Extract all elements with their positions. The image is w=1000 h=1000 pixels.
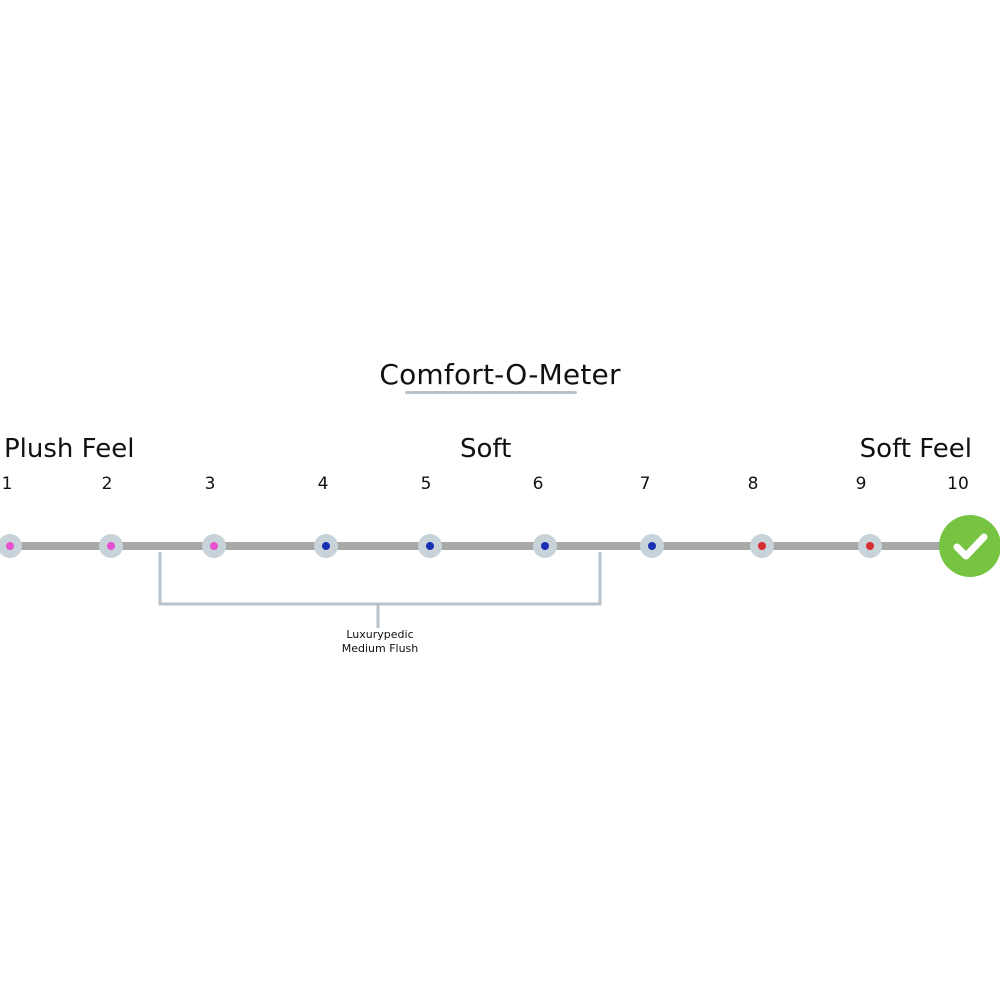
scale-node-8 xyxy=(750,534,774,558)
soft-feel-label: Soft Feel xyxy=(859,434,972,464)
range-note: Luxurypedic Medium Flush xyxy=(300,628,460,656)
scale-number-10: 10 xyxy=(947,474,969,494)
scale-node-3 xyxy=(202,534,226,558)
scale-node-7 xyxy=(640,534,664,558)
scale-number-2: 2 xyxy=(101,474,113,494)
scale-number-3: 3 xyxy=(204,474,216,494)
scale-node-6 xyxy=(533,534,557,558)
scale-track xyxy=(8,542,956,550)
blue-dot xyxy=(648,542,656,550)
range-note-line2: Medium Flush xyxy=(341,642,419,655)
scale-node-1 xyxy=(0,534,22,558)
pink-dot xyxy=(210,542,218,550)
pink-dot xyxy=(107,542,115,550)
title-underline xyxy=(405,391,577,394)
range-note-line1: Luxurypedic xyxy=(346,628,414,641)
scale-node-4 xyxy=(314,534,338,558)
scale-number-6: 6 xyxy=(532,474,544,494)
scale-number-8: 8 xyxy=(747,474,759,494)
scale-number-7: 7 xyxy=(639,474,651,494)
soft-label: Soft xyxy=(460,434,512,464)
scale-number-5: 5 xyxy=(420,474,432,494)
scale-number-9: 9 xyxy=(855,474,867,494)
red-dot xyxy=(866,542,874,550)
blue-dot xyxy=(322,542,330,550)
pink-dot xyxy=(6,542,14,550)
scale-node-5 xyxy=(418,534,442,558)
blue-dot xyxy=(426,542,434,550)
red-dot xyxy=(758,542,766,550)
check-icon xyxy=(953,533,988,560)
scale-node-2 xyxy=(99,534,123,558)
scale-number-1: 1 xyxy=(1,474,13,494)
selected-check-badge xyxy=(939,515,1000,577)
scale-node-9 xyxy=(858,534,882,558)
plush-feel-label: Plush Feel xyxy=(4,434,135,464)
page-title: Comfort-O-Meter xyxy=(379,358,621,391)
scale-number-4: 4 xyxy=(317,474,329,494)
blue-dot xyxy=(541,542,549,550)
